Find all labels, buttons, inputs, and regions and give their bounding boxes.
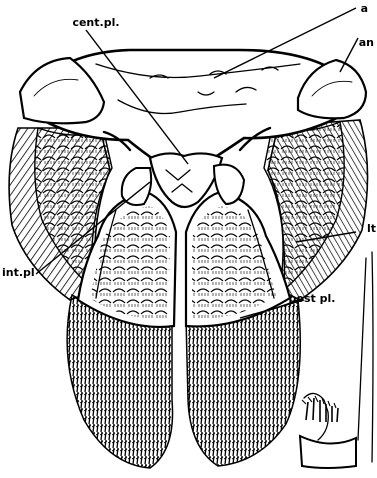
right-posterior-plate — [186, 192, 290, 326]
label-post-pl: post pl. — [289, 292, 336, 305]
label-cent-pl: cent.pl. — [72, 16, 119, 29]
label-top-right: a — [361, 2, 368, 15]
label-int-pl: int.pl — [2, 266, 35, 279]
label-lt: lt — [367, 222, 376, 235]
label-an: an — [359, 36, 374, 49]
